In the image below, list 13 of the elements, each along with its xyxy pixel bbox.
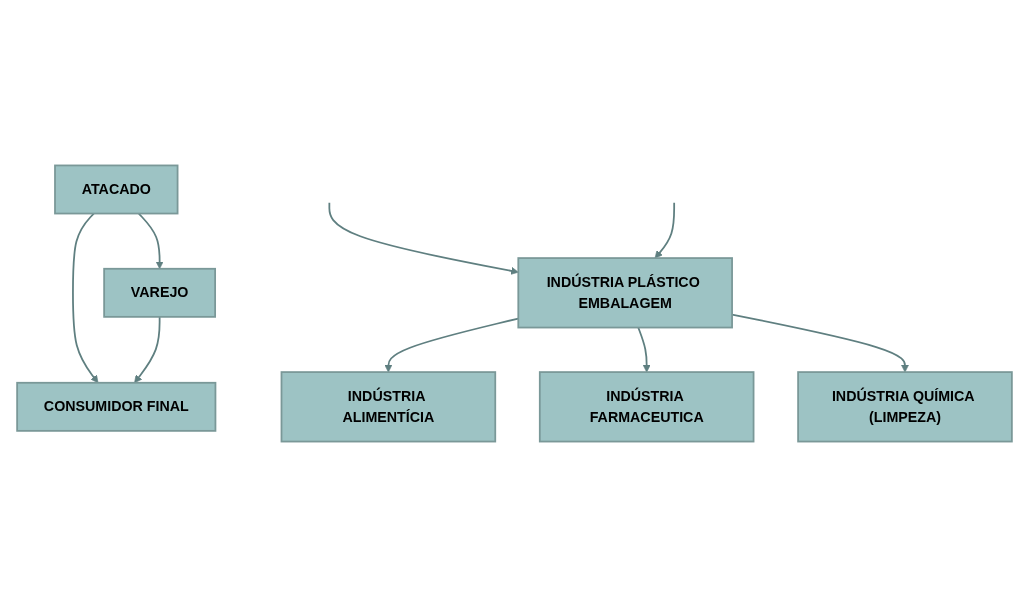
node-box: INDÚSTRIA PLÁSTICO EMBALAGEM [517, 257, 733, 329]
node-box: INDÚSTRIA FARMACEUTICA [538, 371, 755, 443]
arrow [328, 201, 519, 275]
arrow [72, 212, 99, 384]
node-box: INDÚSTRIA ALIMENTÍCIA [280, 371, 497, 443]
node-box: CONSUMIDOR FINAL [16, 381, 217, 432]
arrow [134, 315, 161, 384]
node-box: VAREJO [103, 267, 216, 318]
arrow [654, 201, 676, 259]
arrow [137, 212, 164, 270]
node-box: INDÚSTRIA QUÍMICA (LIMPEZA) [797, 371, 1013, 443]
node-box: ATACADO [54, 164, 179, 215]
arrow [637, 326, 651, 373]
